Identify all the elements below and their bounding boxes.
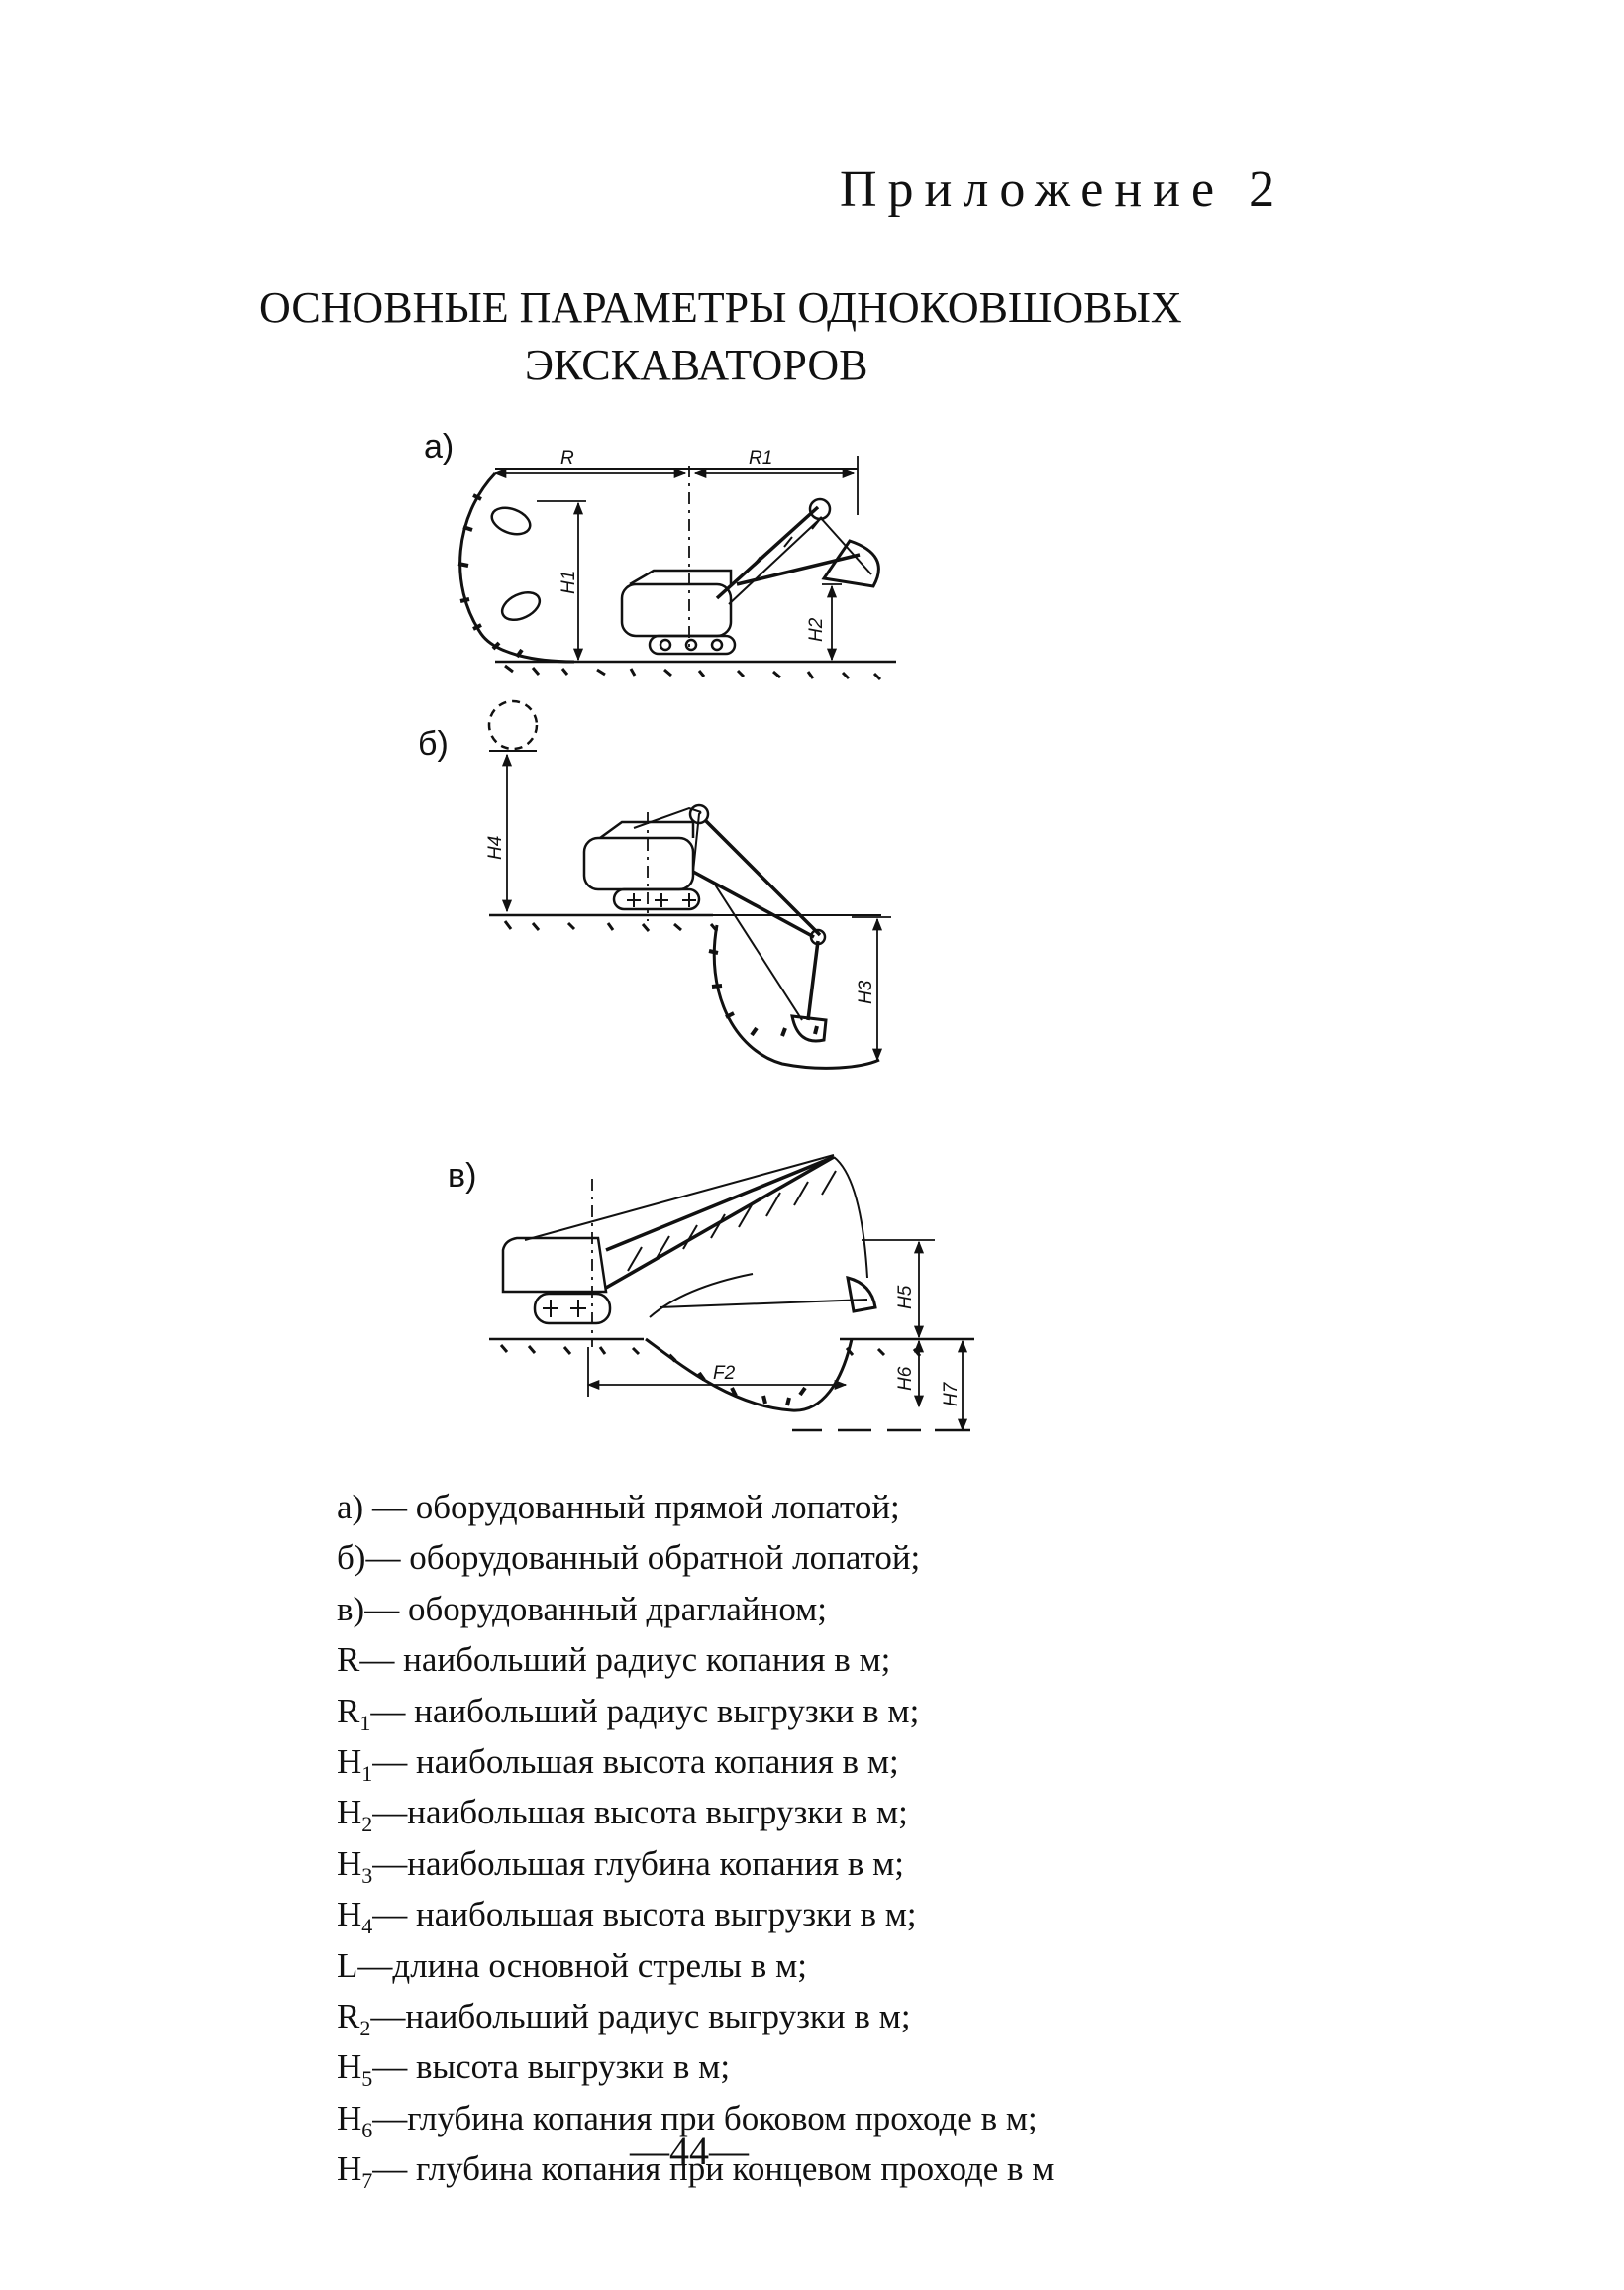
boom-a	[715, 505, 820, 600]
dim-h4-label: H4	[485, 836, 506, 860]
dim-h3-label: H3	[856, 980, 876, 1004]
legend-item: H4— наибольшая высота выгрузки в м;	[337, 1895, 917, 1939]
bucket-c	[846, 1275, 877, 1313]
legend-item: R1— наибольший радиус выгрузки в м;	[337, 1691, 920, 1735]
bucket-a	[821, 539, 880, 588]
page-title: ОСНОВНЫЕ ПАРАМЕТРЫ ОДНОКОВШОВЫХ ЭКСКАВАТ…	[259, 279, 1182, 394]
figure-c-label: в)	[448, 1157, 476, 1195]
pit-c	[645, 1337, 854, 1412]
page-number: —44—	[630, 2129, 749, 2173]
boom-pivot-b	[688, 803, 710, 825]
title-line-1: ОСНОВНЫЕ ПАРАМЕТРЫ ОДНОКОВШОВЫХ	[259, 283, 1182, 332]
legend-item: в)— оборудованный драглайном;	[337, 1589, 828, 1628]
legend-item: H1— наибольшая высота копания в м;	[337, 1742, 899, 1787]
excavator-body-b	[582, 836, 695, 891]
excavator-tracks-c	[533, 1292, 612, 1325]
legend-item: б)— оборудованный обратной лопатой;	[337, 1538, 921, 1578]
legend-item: H2—наибольшая высота выгрузки в м;	[337, 1793, 908, 1837]
dim-h5-label: H5	[895, 1285, 916, 1309]
legend-item: H6—глубина копания при боковом проходе в…	[337, 2098, 1038, 2142]
figure-c-dragline: в) F2 H5 H6 H7	[448, 1154, 974, 1432]
bucket-b	[790, 1014, 828, 1043]
legend-list: а) — оборудованный прямой лопатой; б)— о…	[337, 1488, 1054, 2201]
excavator-body-c	[501, 1236, 608, 1294]
stick-b	[806, 940, 820, 1021]
bucket-dump-position-b	[487, 699, 539, 751]
dim-f2-label: F2	[713, 1363, 736, 1384]
dim-h7-label: H7	[941, 1381, 962, 1406]
excavator-diagrams: а) R R1 H1	[418, 428, 974, 1432]
appendix-label: Приложение 2	[840, 161, 1286, 218]
bucket-position-lower	[500, 590, 542, 622]
legend-item: R— наибольший радиус копания в м;	[337, 1640, 891, 1680]
title-line-2: ЭКСКАВАТОРОВ	[525, 341, 868, 389]
pit-b	[712, 924, 880, 1070]
legend-item: H3—наибольшая глубина копания в м;	[337, 1843, 904, 1888]
dim-h6-label: H6	[895, 1366, 916, 1391]
legend-item: а) — оборудованный прямой лопатой;	[337, 1488, 900, 1526]
dim-r1-label: R1	[749, 448, 772, 468]
dim-r-label: R	[560, 448, 574, 468]
figure-a-label: а)	[424, 428, 454, 466]
figure-b-label: б)	[418, 725, 449, 763]
legend-item: R2—наибольший радиус выгрузки в м;	[337, 1997, 911, 2041]
legend-item: L—длина основной стрелы в м;	[337, 1945, 807, 1985]
dim-h1-label: H1	[558, 571, 579, 594]
dim-h2-label: H2	[806, 617, 827, 642]
bucket-position-upper	[490, 506, 532, 536]
figure-a-front-shovel: а) R R1 H1	[424, 428, 896, 681]
stick-a	[736, 553, 861, 586]
excavator-tracks-b	[612, 887, 701, 911]
boom-b	[692, 870, 815, 939]
excavator-tracks-a	[648, 634, 737, 656]
excavator-body-a	[620, 582, 733, 638]
legend-item: H7— глубина копания при концевом проходе…	[337, 2149, 1055, 2194]
figure-b-backhoe: б) H4 H3	[418, 699, 891, 1070]
legend-item: H5— высота выгрузки в м;	[337, 2047, 731, 2092]
